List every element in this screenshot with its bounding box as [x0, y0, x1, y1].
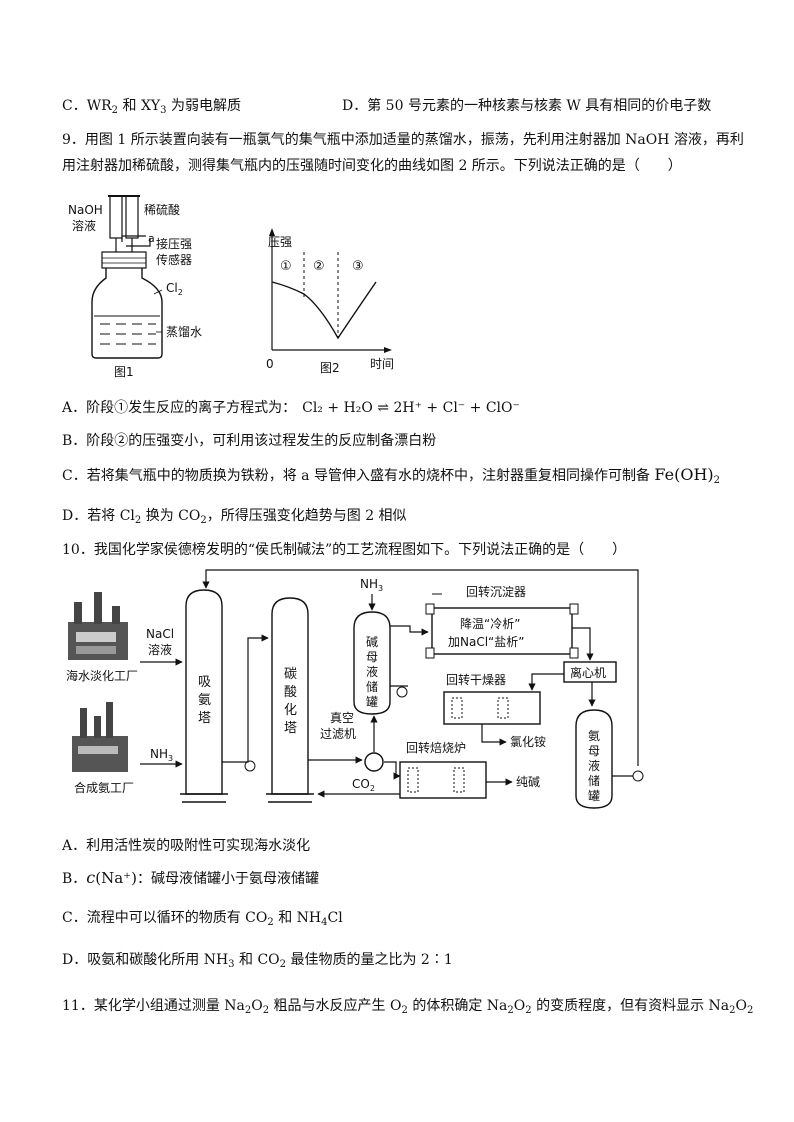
vacuum-label-2: 过滤机	[320, 727, 356, 741]
fig2-x-label: 时间	[370, 357, 394, 371]
fig1-caption: 图1	[114, 365, 134, 379]
fig1-sensor-label-2: 传感器	[156, 252, 192, 267]
q10-option-b: B．c(Na⁺)：碱母液储罐小于氨母液储罐	[62, 868, 319, 887]
nh3-input-label: NH3	[150, 747, 173, 763]
tower1-char-3: 塔	[198, 711, 211, 726]
q10-option-c: C．流程中可以循环的物质有 CO2 和 NH4Cl	[62, 910, 343, 928]
carbonation-tower	[266, 597, 314, 803]
q10-process-flow-diagram: 海水淡化工厂 合成氨工厂 NaCl 溶液 NH3 吸 氨 塔 碳 酸 化 塔 N…	[66, 569, 644, 809]
fig1-water-label: 蒸馏水	[166, 325, 202, 339]
precipitator-cold-label: 降温“冷析”	[460, 617, 520, 631]
tank2-char-3: 液	[588, 758, 600, 773]
dryer-title: 回转干燥器	[446, 672, 506, 687]
q8-option-c: C．WR2 和 XY3 为弱电解质	[62, 98, 241, 116]
tank2-char-2: 母	[588, 744, 600, 758]
furnace-title: 回转焙烧炉	[406, 740, 466, 755]
nh4cl-product-label: 氯化铵	[510, 734, 546, 749]
tank1-char-5: 罐	[366, 695, 378, 709]
fig2-stage1: ①	[280, 259, 292, 274]
factory2-label: 合成氨工厂	[74, 780, 134, 795]
fig1-h2so4-label: 稀硫酸	[144, 202, 180, 217]
q11-stem: 11．某化学小组通过测量 Na2O2 粗品与水反应产生 O2 的体积确定 Na2…	[62, 998, 754, 1016]
rotary-precipitator	[425, 603, 579, 659]
tower1-char-2: 氨	[198, 693, 211, 708]
figure1-apparatus: NaOH 溶液 稀硫酸 a 接压强 传感器 Cl2 蒸馏水 图1	[68, 195, 202, 379]
figure2-pressure-curve: 压强 ① ② ③ 0 时间 图2	[266, 228, 394, 375]
tank1-char-2: 母	[366, 650, 378, 664]
nacl-label-2: 溶液	[148, 642, 172, 657]
fig1-sensor-label-1: 接压强	[156, 236, 192, 251]
vacuum-label-1: 真空	[330, 711, 354, 725]
nacl-label-1: NaCl	[146, 627, 174, 641]
rotary-calciner	[399, 761, 487, 799]
tower1-char-1: 吸	[198, 675, 211, 690]
tower2-char-1: 碳	[284, 667, 297, 682]
precipitator-title: 回转沉淀器	[466, 584, 526, 599]
fig2-origin: 0	[266, 357, 274, 371]
q10-option-d: D．吸氨和碳酸化所用 NH3 和 CO2 最佳物质的量之比为 2∶1	[62, 952, 453, 970]
soda-ash-product-label: 纯碱	[516, 775, 540, 789]
fig1-solution-label: 溶液	[72, 218, 96, 233]
fig1-cl2-label: Cl2	[166, 281, 183, 297]
q9-option-c: C．若将集气瓶中的物质换为铁粉，将 a 导管伸入盛有水的烧杯中，注射器重复相同操…	[62, 465, 721, 486]
mother-liquor-tank-soda	[353, 611, 391, 715]
mother-liquor-tank-ammonia	[575, 709, 613, 809]
tank1-char-3: 液	[366, 664, 378, 679]
q10-option-a: A．利用活性炭的吸附性可实现海水淡化	[62, 838, 311, 854]
q9-stem-line2: 用注射器加稀硫酸，测得集气瓶内的压强随时间变化的曲线如图 2 所示。下列说法正确…	[62, 158, 682, 174]
q9-option-d: D．若将 Cl2 换为 CO2，所得压强变化趋势与图 2 相似	[62, 508, 407, 526]
co2-recycle-label: CO2	[352, 777, 375, 793]
factory1-label: 海水淡化工厂	[66, 668, 138, 683]
nh3-top-label: NH3	[360, 577, 383, 593]
fig2-stage3: ③	[352, 259, 364, 274]
tank1-char-4: 储	[366, 679, 378, 694]
tower2-char-2: 酸	[284, 685, 297, 700]
fig1-naoh-label: NaOH	[68, 203, 103, 217]
vacuum-filter-icon	[364, 752, 384, 772]
fig1-tube-a-label: a	[148, 232, 155, 245]
ammonia-absorption-tower	[180, 589, 228, 803]
tower2-char-3: 化	[284, 703, 297, 718]
tank2-char-5: 罐	[588, 789, 600, 803]
centrifuge-label: 离心机	[570, 665, 606, 680]
q9-option-b: B．阶段②的压强变小，可利用该过程发生的反应制备漂白粉	[62, 433, 437, 449]
tower2-char-4: 塔	[284, 721, 297, 736]
fig2-y-label: 压强	[268, 235, 292, 249]
fig2-stage2: ②	[313, 259, 325, 274]
centrifuge-box	[563, 661, 617, 683]
ammonia-plant-icon	[72, 702, 128, 772]
precipitator-salt-label: 加NaCl“盐析”	[448, 635, 524, 649]
rotary-dryer	[443, 691, 541, 725]
tank1-char-1: 碱	[366, 635, 378, 649]
tank2-char-1: 氨	[588, 729, 600, 743]
q9-option-a: A．阶段①发生反应的离子方程式为：Cl₂ + H₂O ⇌ 2H⁺ + Cl⁻ +…	[62, 400, 520, 416]
desalination-plant-icon	[68, 592, 128, 660]
tank2-char-4: 储	[588, 773, 600, 788]
q8-option-d: D．第 50 号元素的一种核素与核素 W 具有相同的价电子数	[342, 98, 712, 114]
q10-stem: 10．我国化学家侯德榜发明的“侯氏制碱法”的工艺流程图如下。下列说法正确的是（ …	[62, 542, 627, 558]
q9-stem-line1: 9．用图 1 所示装置向装有一瓶氯气的集气瓶中添加适量的蒸馏水，振荡，先利用注射…	[62, 132, 744, 148]
fig2-caption: 图2	[320, 361, 340, 375]
